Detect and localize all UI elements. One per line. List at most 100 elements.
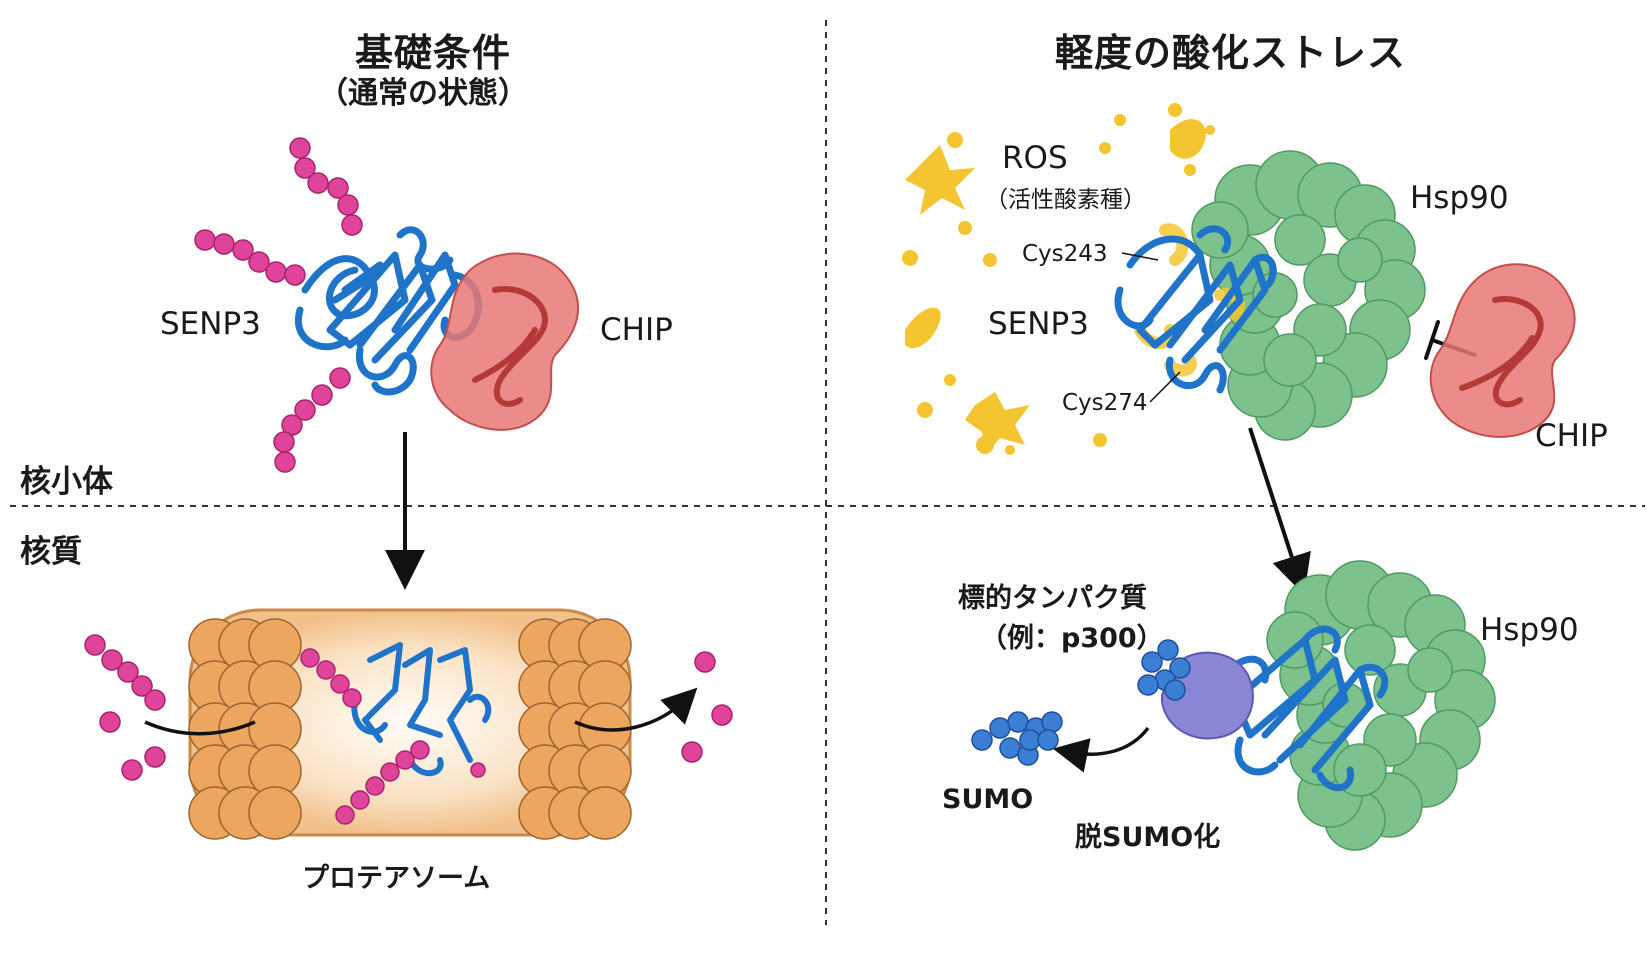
senp3-label-right: SENP3 [988,306,1089,342]
nucleolus-label: 核小体 [20,464,113,500]
sumo-bead [294,399,316,421]
target-protein-label: 標的タンパク質 [958,583,1147,614]
sumo-bead [144,746,166,768]
left-panel-title: 基礎条件 [355,31,512,75]
sumo-bead [273,431,295,453]
sumo-bead [380,762,400,782]
sumo-bead [194,229,216,251]
sumo-chains-top-left [194,137,363,473]
hsp90-subunit [1263,333,1317,387]
chip-label-right: CHIP [1535,418,1608,454]
sumo-bead [117,661,139,683]
sumo-bead [316,660,336,680]
sumo-bead [1157,639,1179,661]
ros-dot [902,250,918,266]
hsp90-label-bottom: Hsp90 [1480,612,1579,648]
sumo-bead [131,675,153,697]
sumo-bead [694,651,716,673]
hsp90-subunit [1407,647,1453,693]
sumo-bead [337,194,359,216]
proteasome-subunit [578,786,632,840]
chip-protein-right [1429,263,1576,438]
sumo-bead [329,367,351,389]
sumo-bead [265,261,287,283]
cys243-label: Cys243 [1022,241,1108,267]
sumo-bead [213,233,235,255]
sumo-bead [248,251,270,273]
sumo-bead [1164,679,1186,701]
desumoylation-label: 脱SUMO化 [1075,822,1221,853]
sumo-bead [232,239,254,261]
released-sumo-monomers [84,634,733,781]
sumo-bead [84,634,106,656]
ros-dot [1099,142,1111,154]
sumo-bead [999,737,1021,759]
hsp90-label-top: Hsp90 [1410,180,1509,216]
hsp90-subunit [1337,237,1383,283]
sumo-bead [335,805,355,825]
ros-sublabel: （活性酸素種） [985,187,1146,213]
cys274-pointer [1149,371,1181,403]
sumo-bead [681,741,703,763]
chip-protein-left [430,252,580,431]
senp3-protein-right [1114,223,1277,394]
sumo-bead [307,172,329,194]
sumo-bead [101,649,123,671]
ros-dot [1168,103,1182,117]
hsp90-subunit [1266,611,1324,669]
sumo-bead [341,214,363,236]
sumo-bead [327,177,349,199]
ros-dot [1114,114,1126,126]
sumo-bead [274,451,296,473]
nucleoplasm-label: 核質 [20,534,82,570]
sumo-bead [470,762,486,778]
sumo-label: SUMO [942,784,1034,815]
senp3-label-left: SENP3 [160,306,261,342]
desumo-arrow [1052,726,1150,773]
sumo-bead [1169,657,1191,679]
ros-dot [944,374,956,386]
sumo-attached-to-target [1137,639,1191,701]
sumo-bead [284,264,306,286]
ros-dot [1093,433,1107,447]
sumo-bead [342,688,362,708]
ros-dot [947,132,963,148]
released-sumo [971,711,1063,766]
sumo-bead [711,704,733,726]
unfolded-senp3 [351,642,492,777]
sumo-bead [300,648,320,668]
sumo-bead [330,674,350,694]
proteasome-label: プロテアソーム [302,863,491,894]
ros-dot [917,402,933,418]
ros-label: ROS [1002,140,1068,176]
entry-arrow [144,720,256,736]
sumo-bead [1041,711,1063,733]
sumo-bead [144,689,166,711]
sumo-bead [121,759,143,781]
ros-splash [905,145,975,215]
sumo-bead [311,384,333,406]
proteasome-subunit [248,786,302,840]
hsp90-subunit [1274,214,1326,266]
sumo-bead [1141,651,1163,673]
ros-splash [965,392,1030,455]
sumo-bead [1019,729,1041,751]
hsp90-protein-bottom [1266,560,1496,851]
ros-dot [983,253,997,267]
ros-splash [905,307,941,349]
hsp90-protein-top [1191,150,1426,441]
sumo-bead [989,717,1011,739]
activation-arrow [1248,427,1311,596]
ros-dot [1005,445,1015,455]
sumo-bead [289,137,311,159]
target-example-label: （例：p300） [980,623,1164,654]
sumo-bead [294,157,316,179]
sumo-bead [395,750,415,770]
sumo-bead [365,776,385,796]
ros-dot [1184,164,1196,176]
cys274-label: Cys274 [1062,390,1148,416]
proteasome-complex [188,608,632,840]
sumo-bead [410,740,430,760]
ros-splash [1170,119,1206,159]
